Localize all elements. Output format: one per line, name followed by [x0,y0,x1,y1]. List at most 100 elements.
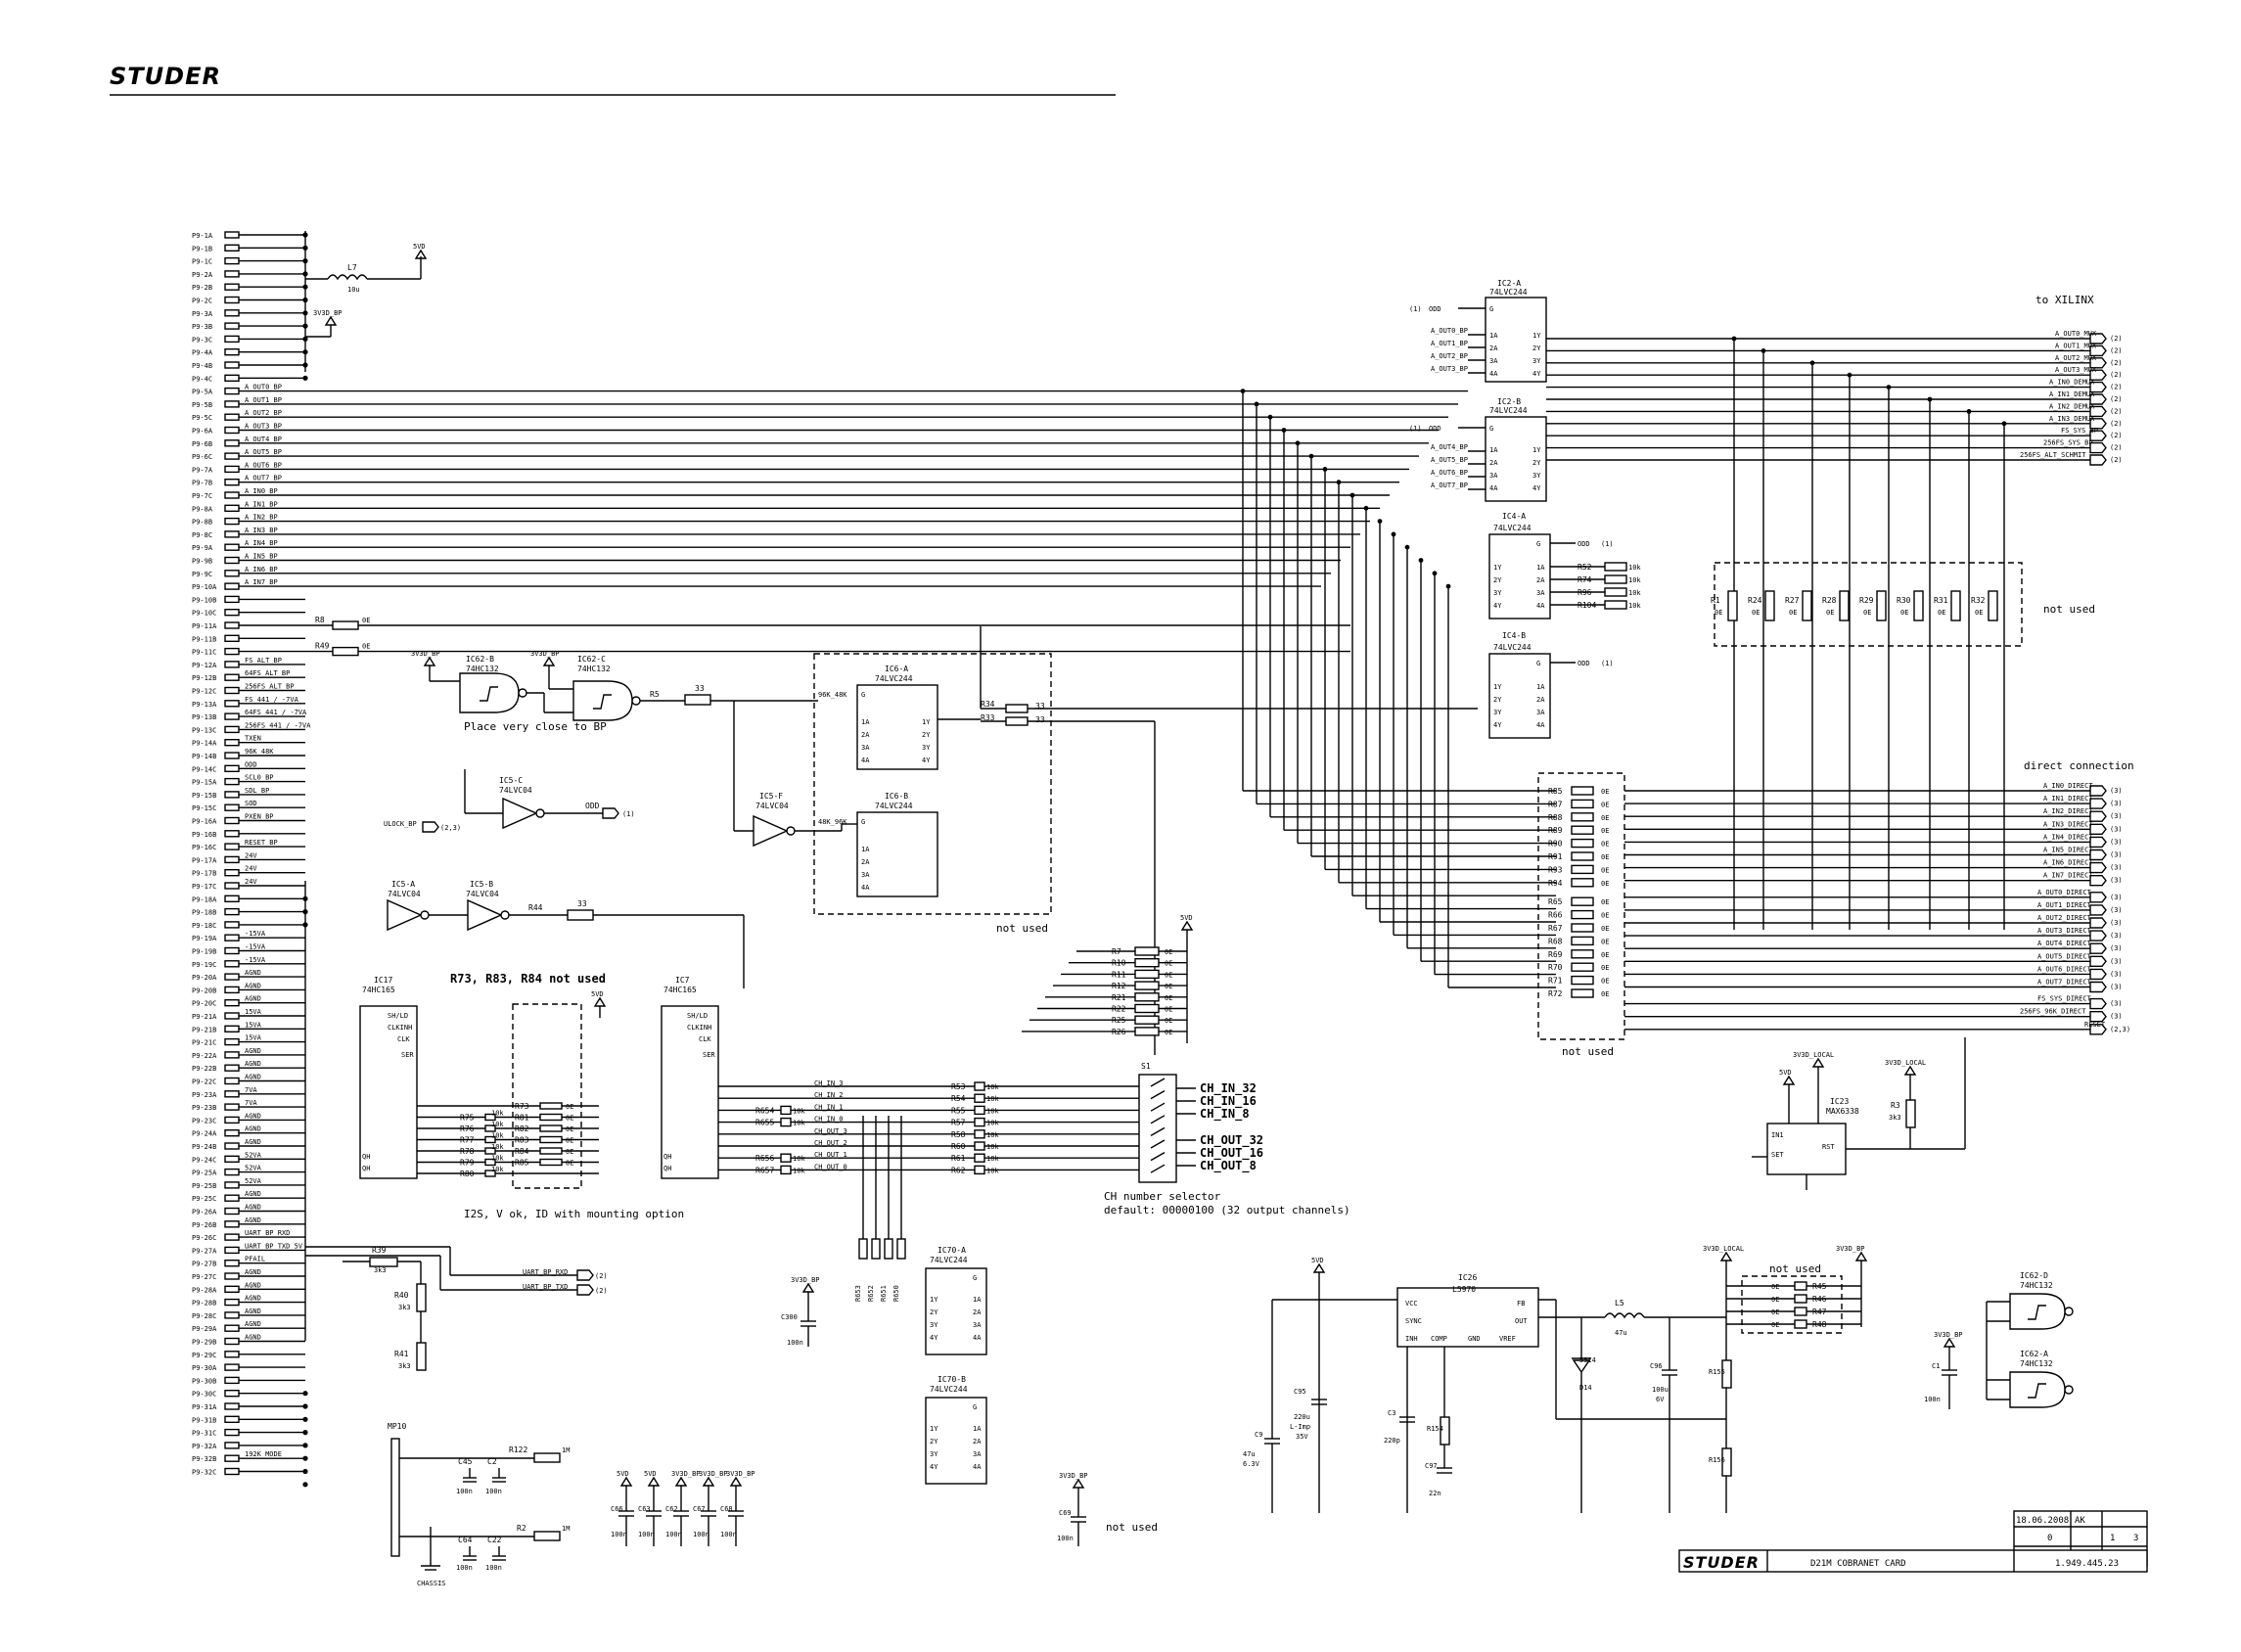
svg-text:2Y: 2Y [1532,344,1541,352]
svg-text:AK: AK [2075,1516,2085,1526]
title-block: 18.06.2008 AK 0 1 3 STUDER D21M COBRANET… [1678,1510,2148,1573]
pin-signal: A_OUT4_BP [245,436,282,443]
pin-label: P9-32C [192,1469,216,1477]
pin-contact [224,1298,240,1307]
pin-signal: 192K_MODE [245,1450,282,1458]
pin-contact [224,1259,240,1267]
pin-contact [224,673,240,681]
pin-label: P9-3C [192,336,212,344]
ch-net-label: CH_OUT_3 [814,1127,847,1135]
svg-text:D21M COBRANET CARD: D21M COBRANET CARD [1810,1559,1906,1569]
svg-text:74HC132: 74HC132 [577,665,611,673]
svg-text:SER: SER [703,1051,715,1059]
pin-contact [224,244,240,252]
r73-note: R73, R83, R84 not used [450,972,606,986]
ic17-res-r [539,1102,563,1110]
pin-contact [224,739,240,747]
pin-signal: A_OUT7_BP [245,475,282,482]
svg-text:100n: 100n [485,1488,502,1495]
pin-signal: 7VA [245,1086,257,1094]
pin-label: P9-21C [192,1039,216,1047]
direct-net-label: A_OUT1_DIRECT [2037,901,2092,909]
pin-contact [224,1128,240,1137]
svg-text:IC23: IC23 [1830,1097,1849,1106]
pin-label: P9-18B [192,909,216,917]
pin-signal: AGND [245,1295,261,1303]
pin-contact [224,491,240,499]
pin-signal: PXEN_BP [245,813,274,821]
svg-text:3Y: 3Y [1493,709,1502,716]
row-res-value: 0E [1900,609,1908,617]
svg-text:IC62-A: IC62-A [2020,1350,2048,1358]
junction-dot [1418,558,1424,563]
direct-res-label: R90 [1548,840,1563,849]
cap-c300: 3V3D_BP C300 100n [781,1276,820,1347]
svg-text:74LVC04: 74LVC04 [499,786,532,795]
svg-text:2Y: 2Y [922,731,931,739]
ic2a-input-label: A_OUT0_BP [1431,327,1468,335]
ic17-res [484,1124,496,1132]
pin-contact [224,1376,240,1385]
svg-text:3k3: 3k3 [398,1362,411,1370]
r34-r33: R34 R33 33 33 [980,626,1478,1055]
direct-net-label: A_OUT0_DIRECT [2037,889,2092,896]
svg-text:1A: 1A [1536,683,1545,691]
svg-text:3V3D_BP: 3V3D_BP [313,309,343,317]
svg-text:74LVC244: 74LVC244 [930,1385,968,1394]
ic2a-input-label: A_OUT1_BP [1431,340,1468,347]
svg-text:R41: R41 [394,1350,409,1358]
svg-text:C64: C64 [458,1536,473,1544]
pin-contact [224,686,240,695]
svg-text:CLKINH: CLKINH [388,1024,412,1032]
pin-contact [224,309,240,317]
pin-contact [224,934,240,941]
svg-text:GND: GND [1468,1335,1481,1343]
pin-contact [224,1415,240,1424]
pin-contact [224,1246,240,1255]
pin-contact [224,791,240,799]
pin-signal: A_IN0_BP [245,487,278,495]
ic17-res-label: R80 [460,1170,475,1178]
ic17-res-value-r: 0E [566,1115,573,1123]
direct-res [1571,878,1594,888]
pin-contact [224,647,240,656]
offpage-connector [2089,981,2107,993]
xilinx-net-label: A_OUT3_MUX [2055,366,2097,374]
pin-contact [224,530,240,538]
pin-label: P9-24C [192,1156,216,1164]
offpage-connector [2089,955,2107,967]
direct-res-label: R67 [1548,924,1563,933]
dip-res [1134,1015,1160,1025]
ch-net-label: CH_IN_1 [814,1103,844,1111]
pin-contact [224,1389,240,1398]
svg-text:1Y: 1Y [1532,332,1541,340]
pin-label: P9-2A [192,271,213,279]
pin-signal: FS_441 / -7VA [245,696,299,704]
svg-text:G: G [861,691,865,699]
direct-net-label: A_IN6_DIRECT [2043,859,2093,867]
svg-text:74HC132: 74HC132 [466,665,499,673]
svg-text:4Y: 4Y [1532,484,1541,492]
ch-res-label: R57 [951,1119,966,1127]
ic23-supervisor: IC23 MAX6338 IN1 SET RST 5VD 3V3D_LOCAL … [1752,1037,1966,1190]
xilinx-title: to XILINX [2035,294,2094,306]
r45-label: R46 [1812,1295,1827,1304]
direct-nets: A_IN0_DIRECT(3)A_IN1_DIRECT(3)A_IN2_DIRE… [1624,782,2130,1035]
decap-power: 3V3D_BP [726,1470,755,1478]
xilinx-net-label: A_OUT2_MUX [2055,354,2097,362]
row-res-value: 0E [1938,609,1945,617]
svg-text:ODD: ODD [1429,305,1441,313]
svg-text:3Y: 3Y [922,744,931,752]
junction-dot [302,1403,308,1409]
svg-text:1A: 1A [861,718,870,726]
row-res-value: 0E [1752,609,1760,617]
pin-signal: AGND [245,1216,261,1224]
svg-text:4Y: 4Y [922,757,931,764]
direct-res-label: R71 [1548,977,1563,986]
ic17-res-value-r: 0E [566,1148,573,1156]
pin-signal: TXEN [245,735,261,743]
ch-res-value-b: 10k [793,1107,805,1115]
junction-dot [302,1391,308,1397]
direct-res-label: R65 [1548,897,1563,906]
pin-label: P9-26A [192,1209,217,1216]
